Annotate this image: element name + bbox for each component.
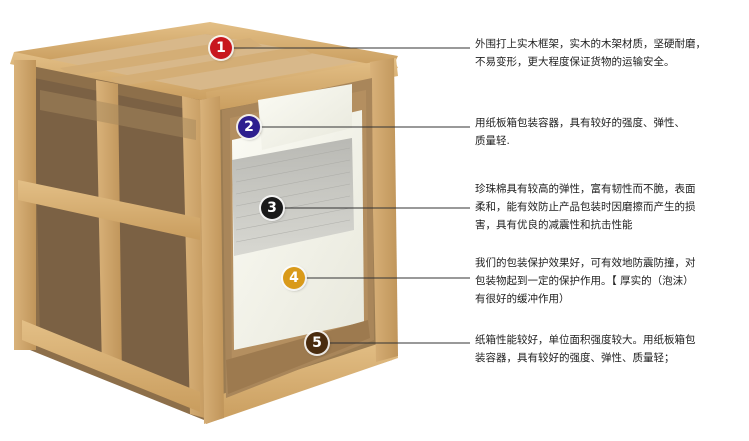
callout-marker-3: 3: [261, 197, 283, 219]
callout-marker-4: 4: [283, 267, 305, 289]
callout-5-line-1: 纸箱性能较好，单位面积强度较大。用纸板箱包: [475, 334, 696, 346]
callout-2-line-2: 质量轻.: [475, 135, 510, 147]
pearl-cotton-layer: [232, 138, 354, 256]
callout-3-line-3: 害，具有优良的减震性和抗击性能: [475, 219, 633, 231]
callout-3-line-1: 珍珠棉具有较高的弹性，富有韧性而不脆，表面: [475, 183, 696, 195]
callout-4-line-1: 我们的包装保护效果好，可有效地防震防撞，对: [475, 257, 696, 269]
callout-marker-1: 1: [210, 37, 232, 59]
callout-1-line-2: 不易变形，更大程度保证货物的运输安全。: [475, 56, 675, 68]
cardboard-bottom-flap: [226, 320, 370, 394]
callout-5-line-2: 装容器，具有较好的强度、弹性、质量轻；: [475, 352, 675, 364]
callout-4-line-3: 有很好的缓冲作用）: [475, 293, 570, 305]
callout-text-1: 外围打上实木框架，实木的木架材质，坚硬耐磨， 不易变形，更大程度保证货物的运输安…: [475, 35, 743, 71]
callout-marker-5: 5: [306, 332, 328, 354]
callout-3-line-2: 柔和，能有效防止产品包装时因磨擦而产生的损: [475, 201, 696, 213]
leader-lines: [232, 47, 470, 344]
callout-text-5: 纸箱性能较好，单位面积强度较大。用纸板箱包 装容器，具有较好的强度、弹性、质量轻…: [475, 331, 743, 367]
callout-text-2: 用纸板箱包装容器，具有较好的强度、弹性、 质量轻.: [475, 114, 743, 150]
callout-text-4: 我们的包装保护效果好，可有效地防震防撞，对 包装物起到一定的保护作用。【 厚实的…: [475, 254, 743, 308]
callout-1-line-1: 外围打上实木框架，实木的木架材质，坚硬耐磨，: [475, 38, 706, 50]
crate-left-side: [14, 60, 212, 420]
callout-4-line-2: 包装物起到一定的保护作用。【 厚实的（泡沫）: [475, 275, 694, 287]
callout-marker-2: 2: [238, 116, 260, 138]
callout-text-3: 珍珠棉具有较高的弹性，富有韧性而不脆，表面 柔和，能有效防止产品包装时因磨擦而产…: [475, 180, 743, 234]
callout-2-line-1: 用纸板箱包装容器，具有较好的强度、弹性、: [475, 117, 685, 129]
